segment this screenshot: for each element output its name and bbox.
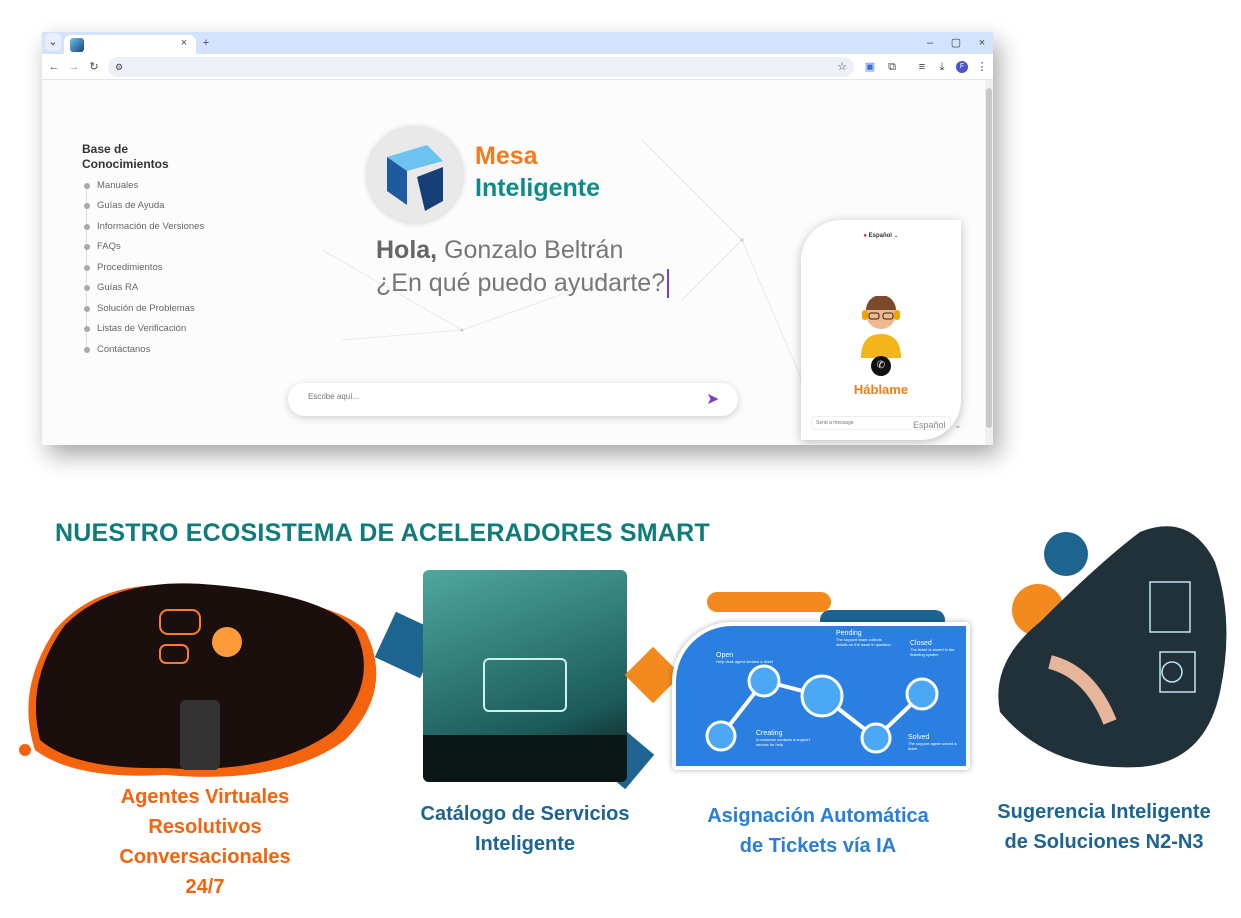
ticket-flow-diagram (705, 664, 939, 754)
sidebar-item-versiones[interactable]: Información de Versiones (82, 221, 204, 232)
browser-tab[interactable]: × (64, 35, 196, 54)
new-tab-button[interactable]: + (202, 37, 210, 49)
ecosystem-title: NUESTRO ECOSISTEMA DE ACELERADORES SMART (55, 519, 710, 547)
sidebar-item-listas[interactable]: Listas de Verificación (82, 323, 186, 334)
tab-strip: ⌄ × + – ▢ × (42, 32, 993, 54)
sidebar-item-faqs[interactable]: FAQs (82, 241, 121, 252)
chevron-down-icon: ⌄ (954, 420, 962, 430)
flag-icon: ● (863, 233, 867, 239)
translate-icon[interactable]: ▣ (864, 61, 876, 73)
book-icon (483, 658, 567, 712)
agent-avatar (857, 295, 905, 360)
language-select[interactable]: Español ⌄ (913, 420, 962, 430)
sidebar-item-solucion[interactable]: Solución de Problemas (82, 303, 195, 314)
decor-shape (707, 592, 831, 612)
reading-list-icon[interactable]: ≡ (918, 61, 926, 73)
maximize-button[interactable]: ▢ (950, 37, 962, 49)
forward-button[interactable]: → (68, 61, 80, 73)
voice-chat-widget: ● Español ⌄ ✆ Háblame (801, 220, 961, 440)
brand-line1: Mesa (475, 142, 538, 170)
address-bar[interactable]: ⚙ ☆ (108, 57, 854, 77)
greeting: Hola, Gonzalo Beltrán (376, 236, 624, 264)
widget-language-select[interactable]: ● Español ⌄ (863, 233, 899, 239)
scrollbar[interactable] (985, 80, 993, 445)
sidebar-item-contactanos[interactable]: Contáctanos (82, 344, 150, 355)
minimize-button[interactable]: – (926, 37, 934, 49)
browser-window: ⌄ × + – ▢ × ← → ↻ ⚙ ☆ ▣ ⧉ ≡ ⤓ F ⋮ Base d… (42, 32, 993, 445)
solution-suggestion-image (998, 526, 1227, 768)
extensions-icon[interactable]: ⧉ (888, 61, 896, 73)
virtual-agents-image (19, 583, 377, 777)
favicon-icon (70, 38, 84, 52)
reload-button[interactable]: ↻ (89, 61, 99, 73)
chat-input[interactable]: ➤ (288, 383, 738, 416)
logo-mark-icon (387, 145, 443, 211)
greeting-question: ¿En qué puedo ayudarte? (376, 269, 670, 298)
call-label[interactable]: Háblame (853, 382, 909, 397)
profile-avatar[interactable]: F (956, 61, 968, 73)
site-settings-icon[interactable]: ⚙ (114, 62, 124, 72)
bookmark-star-icon[interactable]: ☆ (837, 61, 847, 73)
service-catalog-image (423, 570, 627, 782)
phone-call-button[interactable]: ✆ (871, 356, 891, 376)
browser-toolbar: ← → ↻ ⚙ ☆ ▣ ⧉ ≡ ⤓ F ⋮ (42, 54, 993, 80)
menu-icon[interactable]: ⋮ (976, 61, 988, 73)
download-icon[interactable]: ⤓ (939, 61, 945, 73)
sidebar-item-guias-ra[interactable]: Guías RA (82, 282, 138, 293)
tab-close-icon[interactable]: × (180, 37, 188, 49)
sidebar-item-guias-ayuda[interactable]: Guías de Ayuda (82, 200, 164, 211)
brand-line2: Inteligente (475, 174, 601, 202)
tab-search-button[interactable]: ⌄ (45, 33, 61, 51)
close-window-button[interactable]: × (978, 37, 986, 49)
message-input[interactable] (811, 416, 951, 430)
sidebar-item-manuales[interactable]: Manuales (82, 180, 138, 191)
chat-input-field[interactable] (308, 392, 688, 401)
logo (367, 127, 463, 223)
send-icon[interactable]: ➤ (706, 391, 720, 408)
sidebar-item-procedimientos[interactable]: Procedimientos (82, 262, 162, 273)
back-button[interactable]: ← (48, 61, 60, 73)
